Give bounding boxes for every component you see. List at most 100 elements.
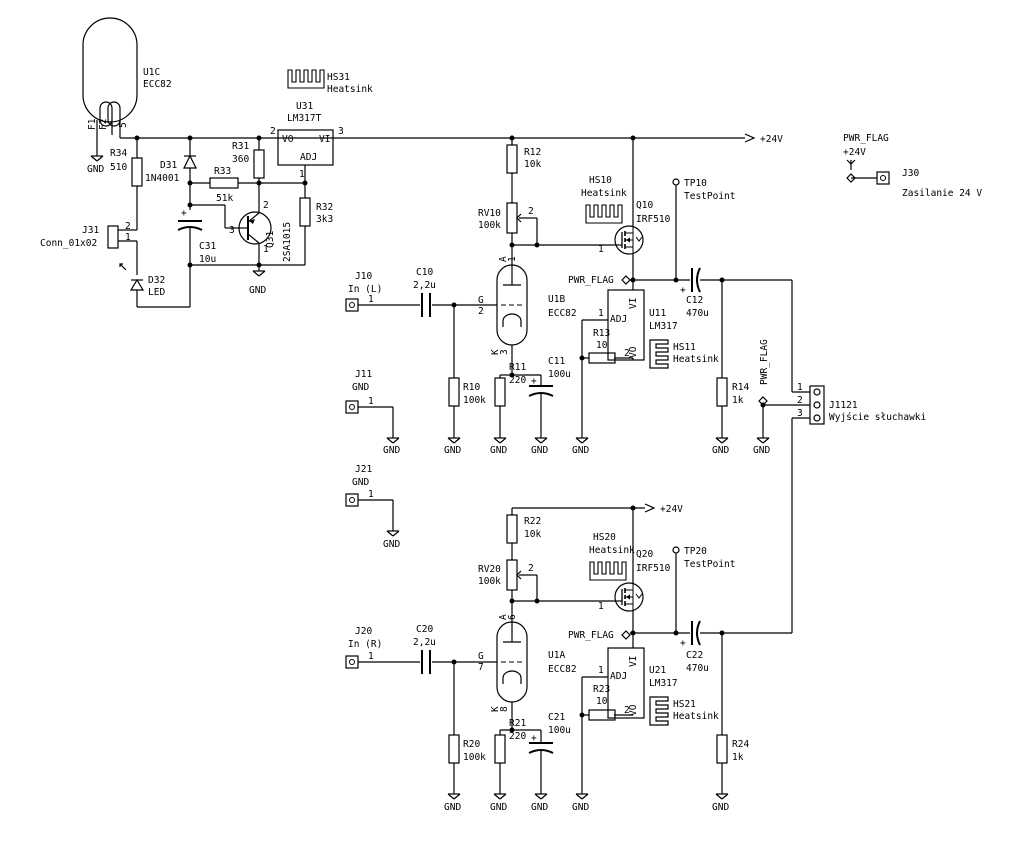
j10-value: In (L) bbox=[348, 284, 382, 295]
c31-ref: C31 bbox=[199, 241, 216, 252]
gnd-label: GND bbox=[490, 445, 507, 456]
pwr-flag-label: PWR_FLAG bbox=[759, 339, 770, 385]
pwr-flag-label: PWR_FLAG bbox=[843, 133, 889, 144]
r21-value: 220 bbox=[509, 731, 526, 742]
r22-ref: R22 bbox=[524, 516, 541, 527]
d32-ref: D32 bbox=[148, 275, 165, 286]
u1a-pin8: 8 bbox=[499, 706, 510, 712]
rv20-pin2: 2 bbox=[528, 563, 534, 574]
u1a-value: ECC82 bbox=[548, 664, 577, 675]
testpoint-tp10: TP10 TestPoint bbox=[672, 178, 735, 280]
u1b-cathode: K bbox=[490, 349, 501, 355]
hs31-ref: HS31 bbox=[327, 72, 350, 83]
hs11-ref: HS11 bbox=[673, 342, 696, 353]
c20-value: 2,2u bbox=[413, 637, 436, 648]
u11-ref: U11 bbox=[649, 308, 666, 319]
tube-u1a: U1A ECC82 G 7 K 8 A 6 bbox=[478, 610, 577, 730]
q31-value: 2SA1015 bbox=[282, 222, 293, 262]
q10-pin1: 1 bbox=[598, 244, 604, 255]
r31-ref: R31 bbox=[232, 141, 249, 152]
u31-vo: VO bbox=[282, 134, 294, 145]
r12-ref: R12 bbox=[524, 147, 541, 158]
pwr-flag-label: PWR_FLAG bbox=[568, 275, 614, 286]
u1c-value: ECC82 bbox=[143, 79, 172, 90]
arrow-24v bbox=[744, 133, 756, 143]
j1121-pin3: 3 bbox=[797, 408, 803, 419]
c11-ref: C11 bbox=[548, 356, 565, 367]
q31-pin2: 2 bbox=[263, 200, 269, 211]
j1121-ref: J1121 bbox=[829, 400, 858, 411]
u1a-pin6: 6 bbox=[507, 614, 518, 620]
u1c-pin-f1: F1 bbox=[87, 118, 98, 130]
r32-value: 3k3 bbox=[316, 214, 333, 225]
q31-pin3: 3 bbox=[229, 225, 235, 236]
q31-pin1: 1 bbox=[263, 244, 269, 255]
u1a-cathode: K bbox=[490, 706, 501, 712]
led-d32: D32 LED bbox=[119, 241, 190, 308]
gnd-label: GND bbox=[531, 802, 548, 813]
u31-pin1: 1 bbox=[299, 169, 305, 180]
rv10-pin2: 2 bbox=[528, 206, 534, 217]
c21-value: 100u bbox=[548, 725, 571, 736]
resistor-r22: R22 10k bbox=[506, 508, 541, 560]
c31-plus: + bbox=[181, 208, 187, 219]
u21-vi: VI bbox=[628, 656, 639, 667]
r32-ref: R32 bbox=[316, 202, 333, 213]
gnd-label: GND bbox=[383, 539, 400, 550]
c10-ref: C10 bbox=[416, 267, 433, 278]
r23-ref: R23 bbox=[593, 684, 610, 695]
resistor-r33: R33 51k bbox=[190, 166, 305, 204]
c10-value: 2,2u bbox=[413, 280, 436, 291]
resistor-r31: R31 360 bbox=[232, 138, 265, 198]
r20-ref: R20 bbox=[463, 739, 480, 750]
j11-value: GND bbox=[352, 382, 369, 393]
j11-pin1: 1 bbox=[368, 396, 374, 407]
label-24v: +24V bbox=[660, 504, 683, 515]
resistor-r24: R24 1k bbox=[716, 633, 749, 788]
r21-ref: R21 bbox=[509, 718, 526, 729]
c12-ref: C12 bbox=[686, 295, 703, 306]
u1b-pin1: 1 bbox=[507, 256, 518, 262]
heatsink-hs31: HS31 Heatsink bbox=[287, 69, 373, 95]
c11-plus: + bbox=[531, 376, 537, 387]
tp10-ref: TP10 bbox=[684, 178, 707, 189]
r11-value: 220 bbox=[509, 375, 526, 386]
j10-ref: J10 bbox=[355, 271, 372, 282]
r20-value: 100k bbox=[463, 752, 486, 763]
q10-value: IRF510 bbox=[636, 214, 671, 225]
hs20-value: Heatsink bbox=[589, 545, 635, 556]
u21-pin1: 1 bbox=[598, 665, 604, 676]
d31-ref: D31 bbox=[160, 160, 177, 171]
capacitor-c22: + C22 470u bbox=[680, 620, 792, 674]
u11-vi: VI bbox=[628, 298, 639, 309]
hs21-value: Heatsink bbox=[673, 711, 719, 722]
c22-value: 470u bbox=[686, 663, 709, 674]
u31-pin3: 3 bbox=[338, 126, 344, 137]
capacitor-c10: C10 2,2u bbox=[413, 267, 497, 317]
u1a-grid: G bbox=[478, 651, 484, 662]
j31-ref: J31 bbox=[82, 225, 99, 236]
u21-ref: U21 bbox=[649, 665, 666, 676]
u31-pin2: 2 bbox=[270, 126, 276, 137]
capacitor-c12: + C12 470u bbox=[680, 267, 792, 319]
j21-pin1: 1 bbox=[368, 489, 374, 500]
right-channel: +24V R22 10k RV20 100k 2 1 U1A ECC82 G 7… bbox=[345, 503, 792, 813]
pwr-flag-label: PWR_FLAG bbox=[568, 630, 614, 641]
u21-value: LM317 bbox=[649, 678, 678, 689]
resistor-r20: R20 100k bbox=[448, 662, 486, 788]
u21-adj: ADJ bbox=[610, 671, 627, 682]
gnd-label: GND bbox=[249, 285, 266, 296]
j31-pin1: 1 bbox=[125, 232, 131, 243]
r10-value: 100k bbox=[463, 395, 486, 406]
testpoint-tp20: TP20 TestPoint bbox=[672, 546, 735, 633]
gnd-label: GND bbox=[444, 802, 461, 813]
j31-value: Conn_01x02 bbox=[40, 238, 97, 249]
resistor-r34: R34 510 bbox=[110, 138, 143, 231]
hs10-value: Heatsink bbox=[581, 188, 627, 199]
u11-pin2: 2 bbox=[624, 348, 630, 359]
rv20-value: 100k bbox=[478, 576, 501, 587]
d32-value: LED bbox=[148, 287, 165, 298]
tube-u1b: U1B ECC82 G 2 bbox=[478, 250, 577, 375]
resistor-r23: R23 10 bbox=[582, 684, 616, 721]
j1121-value: Wyjście słuchawki bbox=[829, 412, 927, 423]
